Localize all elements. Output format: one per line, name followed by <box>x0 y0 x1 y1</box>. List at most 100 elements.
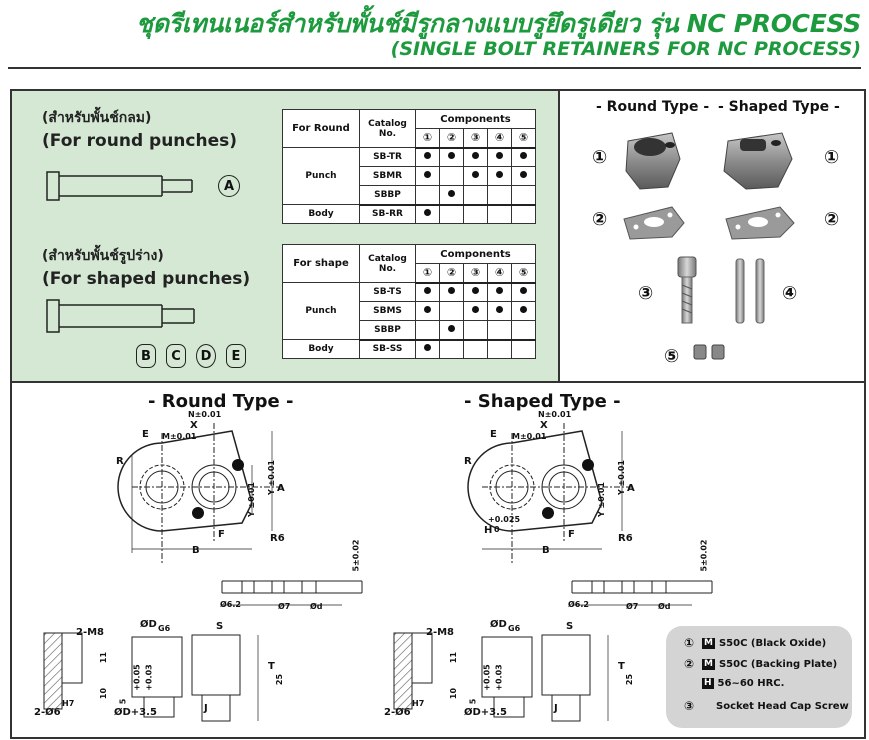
table-row: SBMR <box>283 166 536 186</box>
legend-row: ② M S50C (Backing Plate) <box>684 657 837 671</box>
legend-num: ① <box>684 636 695 650</box>
material-badge: M <box>702 637 715 649</box>
shape-section-title-english: (For shaped punches) <box>42 269 251 289</box>
dim-h7: H7 <box>62 699 75 708</box>
round-section-title-thai: (สำหรับพั้นช์กลม) <box>42 110 152 126</box>
included-dot <box>448 324 455 332</box>
component-mark-cell <box>511 185 536 206</box>
dim-tol-low: +0.03 <box>144 664 154 691</box>
photo-round-title: - Round Type - <box>596 99 710 115</box>
round-section-title-english: (For round punches) <box>42 131 238 151</box>
dim-h7-shaped: H7 <box>412 699 425 708</box>
component-mark-cell <box>487 185 512 206</box>
dim-tol-low-shaped: +0.03 <box>494 664 504 691</box>
dim-dd-shaped: Ød <box>658 602 671 611</box>
legend-text: S50C (Backing Plate) <box>718 658 838 670</box>
dim-11-shaped: 11 <box>449 651 459 664</box>
round-comp-num: ③ <box>463 128 488 149</box>
component-mark-cell <box>463 185 488 206</box>
component-mark-cell <box>487 166 512 186</box>
dim-x: X <box>190 420 198 431</box>
dim-f: F <box>218 529 225 540</box>
catalog-cell: SB-SS <box>359 339 416 359</box>
component-mark-cell <box>463 301 488 321</box>
dim-r-shaped: R <box>464 456 472 467</box>
table-row: SBBP <box>283 185 536 206</box>
photo-num-1b: ① <box>824 147 840 168</box>
component-mark-cell <box>463 204 488 224</box>
dim-f-shaped: F <box>568 529 575 540</box>
round-comp-num: ④ <box>487 128 512 149</box>
shape-comp-num: ② <box>439 263 464 284</box>
included-dot <box>472 287 479 295</box>
round-components-header: Components <box>415 109 536 129</box>
dim-b-shaped: B <box>542 545 550 556</box>
legend-text: Socket Head Cap Screw <box>716 700 849 712</box>
component-mark-cell <box>415 147 440 167</box>
type-b-badge: B <box>136 344 156 368</box>
material-badge: M <box>702 658 715 670</box>
included-dot <box>496 306 503 313</box>
dim-od35-shaped: ØD+3.5 <box>464 707 507 718</box>
selection-panel: (สำหรับพั้นช์กลม) (For round punches) A … <box>12 91 560 383</box>
round-side-view-drawing <box>221 580 363 606</box>
dim-d7-shaped: Ø7 <box>626 602 639 611</box>
dim-25-shaped: 25 <box>625 673 635 686</box>
component-mark-cell <box>463 320 488 341</box>
dim-a-shaped: A <box>627 483 635 494</box>
dim-2d6: 2-Ø6 <box>34 707 61 718</box>
dowel-pins-photo <box>735 258 765 324</box>
component-mark-cell <box>487 301 512 321</box>
shape-comp-num: ⑤ <box>511 263 536 284</box>
component-mark-cell <box>439 147 464 167</box>
dim-t-shaped: T <box>618 661 625 672</box>
included-dot <box>424 209 431 217</box>
shape-body-label: Body <box>282 339 360 359</box>
dim-r6-shaped: R6 <box>618 533 633 544</box>
component-mark-cell <box>439 339 464 359</box>
included-dot <box>520 287 527 295</box>
page-title-english: (SINGLE BOLT RETAINERS FOR NC PROCESS) <box>390 38 861 60</box>
dim-od: ØD <box>140 619 157 630</box>
round-comp-num: ⑤ <box>511 128 536 149</box>
dim-2d6-shaped: 2-Ø6 <box>384 707 411 718</box>
legend-row: ③ Socket Head Cap Screw <box>684 699 849 713</box>
table-row: Punch SB-TS <box>282 282 536 340</box>
dim-x-shaped: X <box>540 420 548 431</box>
dim-5tol: 5±0.02 <box>351 539 361 572</box>
shaped-section-view-drawing <box>393 632 609 722</box>
dim-5tol-shaped: 5±0.02 <box>699 539 709 572</box>
component-mark-cell <box>415 185 440 206</box>
legend-num: ③ <box>684 699 695 713</box>
component-mark-cell <box>487 147 512 167</box>
component-mark-cell <box>511 166 536 186</box>
dim-d7: Ø7 <box>278 602 291 611</box>
shape-group-header: For shape <box>282 244 360 283</box>
dim-m: M±0.01 <box>162 432 197 441</box>
type-d-badge: D <box>196 344 216 368</box>
dim-25: 25 <box>275 673 285 686</box>
component-mark-cell <box>439 320 464 341</box>
drawing-round-title: - Round Type - <box>148 391 294 412</box>
hardness-badge: H <box>702 678 714 689</box>
round-comp-num: ① <box>415 128 440 149</box>
set-screws-photo <box>693 344 725 360</box>
catalog-cell: SBBP <box>359 185 416 206</box>
shape-comp-num: ③ <box>463 263 488 284</box>
dim-d62-shaped: Ø6.2 <box>568 600 589 609</box>
included-dot <box>520 306 527 313</box>
dim-5-shaped: 5 <box>468 698 478 705</box>
component-mark-cell <box>439 204 464 224</box>
dim-h-tol: +0.025 <box>488 515 521 524</box>
photo-num-4: ④ <box>782 283 798 304</box>
dim-a: A <box>277 483 285 494</box>
dim-2m8: 2-M8 <box>76 627 105 638</box>
material-legend: ① M S50C (Black Oxide) ② M S50C (Backing… <box>666 626 852 728</box>
included-dot <box>496 171 503 178</box>
dim-11: 11 <box>99 651 109 664</box>
type-a-badge: A <box>218 175 240 197</box>
shape-comp-num: ① <box>415 263 440 284</box>
photo-num-3: ③ <box>638 283 654 304</box>
included-dot <box>424 152 431 160</box>
dim-g6-shaped: G6 <box>508 624 521 633</box>
